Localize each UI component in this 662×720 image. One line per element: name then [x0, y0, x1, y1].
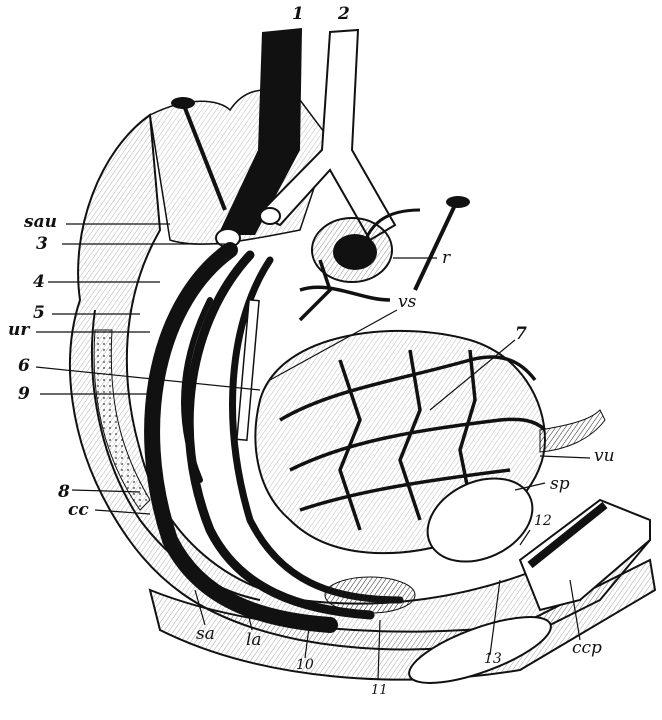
- label-9: 9: [18, 384, 30, 404]
- pin-left: [171, 97, 227, 211]
- label-ccp: ccp: [572, 638, 602, 658]
- label-sa: sa: [196, 624, 215, 644]
- leader-lines: [35, 223, 591, 681]
- label-3: 3: [36, 234, 48, 254]
- label-cc: cc: [68, 500, 89, 520]
- label-6: 6: [18, 356, 30, 376]
- label-r: r: [442, 248, 451, 268]
- bladder-vessel-network: [279, 259, 547, 531]
- label-13: 13: [484, 651, 502, 667]
- pubic-bone: [408, 616, 552, 684]
- label-11: 11: [371, 683, 388, 698]
- urachus: [539, 409, 606, 453]
- label-5: 5: [33, 303, 45, 323]
- label-4: 4: [33, 272, 45, 292]
- corpus-cavernosum: [518, 498, 651, 612]
- prostatic-plexus: [324, 576, 416, 614]
- artery-1: [218, 28, 302, 235]
- label-vu: vu: [594, 446, 615, 466]
- label-sp: sp: [550, 474, 570, 494]
- vein-2: [256, 28, 397, 242]
- pin-right: [358, 196, 470, 291]
- label-ur: ur: [8, 320, 30, 340]
- label-vs: vs: [398, 292, 417, 312]
- label-la: la: [246, 630, 262, 650]
- label-8: 8: [58, 482, 70, 502]
- label-7: 7: [515, 324, 527, 344]
- ureter: [236, 299, 260, 441]
- label-1: 1: [292, 4, 304, 24]
- label-2: 2: [338, 4, 350, 24]
- label-10: 10: [296, 657, 314, 673]
- label-sau: sau: [24, 212, 57, 232]
- label-12: 12: [534, 513, 552, 529]
- symphysis: [426, 477, 534, 563]
